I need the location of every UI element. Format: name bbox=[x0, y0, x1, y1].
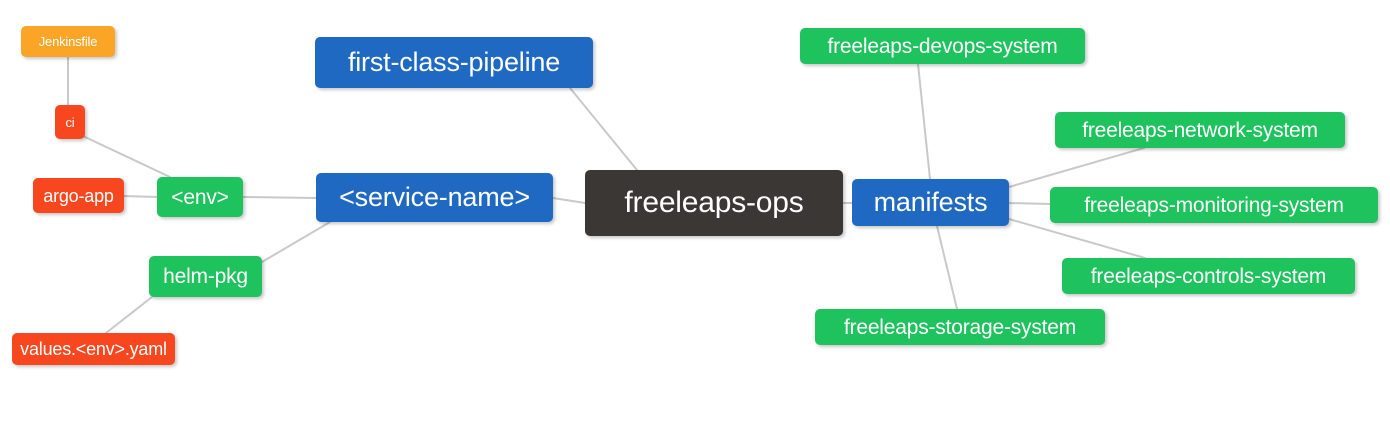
edge-env-to-argo bbox=[123, 195, 158, 198]
mindmap-node-controls[interactable]: freeleaps-controls-system bbox=[1062, 258, 1355, 294]
mindmap-node-env[interactable]: <env> bbox=[157, 177, 243, 217]
mindmap-node-helm[interactable]: helm-pkg bbox=[149, 256, 262, 297]
edge-env-to-ci bbox=[84, 136, 171, 178]
mindmap-node-service[interactable]: <service-name> bbox=[316, 173, 553, 222]
mindmap-node-pipeline[interactable]: first-class-pipeline bbox=[315, 37, 593, 88]
mindmap-node-root[interactable]: freeleaps-ops bbox=[585, 170, 843, 236]
mindmap-node-monitoring[interactable]: freeleaps-monitoring-system bbox=[1050, 187, 1378, 223]
edge-service-to-env bbox=[242, 196, 317, 199]
mindmap-node-devops[interactable]: freeleaps-devops-system bbox=[800, 28, 1085, 64]
edge-root-to-pipeline bbox=[569, 87, 638, 171]
edge-manifests-to-controls bbox=[1008, 218, 1146, 259]
edge-manifests-to-devops bbox=[917, 63, 931, 180]
mindmap-node-storage[interactable]: freeleaps-storage-system bbox=[815, 309, 1105, 345]
mindmap-node-ci[interactable]: ci bbox=[55, 105, 85, 139]
edge-manifests-to-network bbox=[1008, 147, 1145, 188]
mindmap-node-argo[interactable]: argo-app bbox=[33, 178, 124, 213]
mindmap-node-manifests[interactable]: manifests bbox=[852, 179, 1009, 226]
mindmap-node-network[interactable]: freeleaps-network-system bbox=[1055, 112, 1345, 148]
edge-manifests-to-monitoring bbox=[1008, 202, 1051, 205]
mindmap-node-jenkins[interactable]: Jenkinsfile bbox=[21, 26, 115, 57]
mindmap-node-values[interactable]: values.<env>.yaml bbox=[12, 333, 175, 365]
edge-service-to-helm bbox=[261, 221, 331, 263]
edge-root-to-service bbox=[552, 197, 586, 204]
edge-manifests-to-storage bbox=[936, 225, 958, 310]
edge-helm-to-values bbox=[105, 296, 153, 334]
